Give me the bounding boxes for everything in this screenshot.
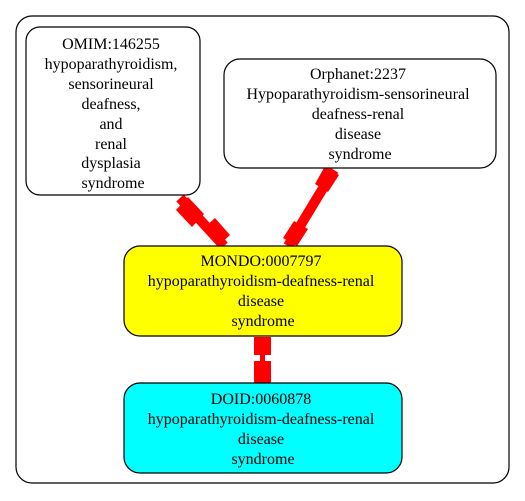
edge-omim-mondo-tail-marker bbox=[176, 197, 204, 227]
node-orphanet-line: deafness-renal bbox=[312, 106, 405, 123]
edge-orphanet-mondo-tail-marker bbox=[315, 166, 339, 192]
edge-mondo-doid-lower bbox=[254, 361, 271, 383]
edge-mondo-doid bbox=[254, 337, 271, 383]
node-omim-line: dysplasia bbox=[81, 155, 141, 172]
node-doid-line: hypoparathyroidism-deafness-renal bbox=[148, 411, 375, 428]
node-doid-line: DOID:0060878 bbox=[211, 391, 311, 408]
node-mondo[interactable]: MONDO:0007797 hypoparathyroidism-deafnes… bbox=[123, 245, 403, 337]
node-doid[interactable]: DOID:0060878 hypoparathyroidism-deafness… bbox=[123, 382, 403, 474]
node-orphanet-line: Hypoparathyroidism-sensorineural bbox=[246, 86, 470, 103]
node-orphanet-line: disease bbox=[335, 126, 381, 143]
edge-mondo-doid-gap bbox=[260, 355, 265, 361]
edge-orphanet-mondo-head-marker bbox=[283, 221, 308, 246]
svg-text:MONDO:0007797 hypoparath: MONDO:0007797 hypoparathyroidism-deafnes… bbox=[148, 253, 379, 330]
svg-text:DOID:0060878 hypoparathy: DOID:0060878 hypoparathyroidism-deafness… bbox=[148, 391, 379, 468]
node-doid-box bbox=[123, 382, 403, 474]
node-omim-line: and bbox=[99, 116, 122, 133]
node-orphanet-line: Orphanet:2237 bbox=[310, 66, 406, 83]
node-doid-line: disease bbox=[238, 431, 284, 448]
node-mondo-line: syndrome bbox=[231, 313, 294, 330]
node-orphanet-box bbox=[223, 58, 497, 169]
node-omim-box bbox=[25, 26, 201, 196]
node-mondo-box bbox=[123, 245, 403, 337]
node-doid-line: syndrome bbox=[231, 451, 294, 468]
node-mondo-line: disease bbox=[238, 293, 284, 310]
svg-text:Orphanet:2237 Hypoparath: Orphanet:2237 Hypoparathyroidism-sensori… bbox=[246, 66, 473, 163]
node-orphanet[interactable]: Orphanet:2237 Hypoparathyroidism-sensori… bbox=[223, 58, 497, 169]
edge-omim-mondo bbox=[176, 194, 230, 250]
node-mondo-line: hypoparathyroidism-deafness-renal bbox=[148, 273, 375, 290]
edge-mondo-doid-upper bbox=[254, 337, 271, 355]
node-omim-line: deafness, bbox=[81, 96, 140, 113]
edge-omim-mondo-head-marker bbox=[203, 218, 230, 246]
node-omim-line: syndrome bbox=[81, 175, 144, 192]
node-omim-line: hypoparathyroidism, bbox=[45, 56, 178, 73]
node-omim[interactable]: OMIM:146255 hypoparathyroidism, sensorin… bbox=[25, 26, 201, 196]
svg-text:OMIM:146255 hypoparathyr: OMIM:146255 hypoparathyroidism, sensorin… bbox=[45, 36, 182, 192]
node-orphanet-line: syndrome bbox=[328, 146, 391, 163]
node-omim-line: renal bbox=[95, 136, 128, 153]
node-omim-line: sensorineural bbox=[68, 76, 154, 93]
node-omim-line: OMIM:146255 bbox=[62, 36, 160, 53]
node-mondo-line: MONDO:0007797 bbox=[201, 253, 322, 270]
edge-orphanet-mondo bbox=[283, 166, 339, 249]
